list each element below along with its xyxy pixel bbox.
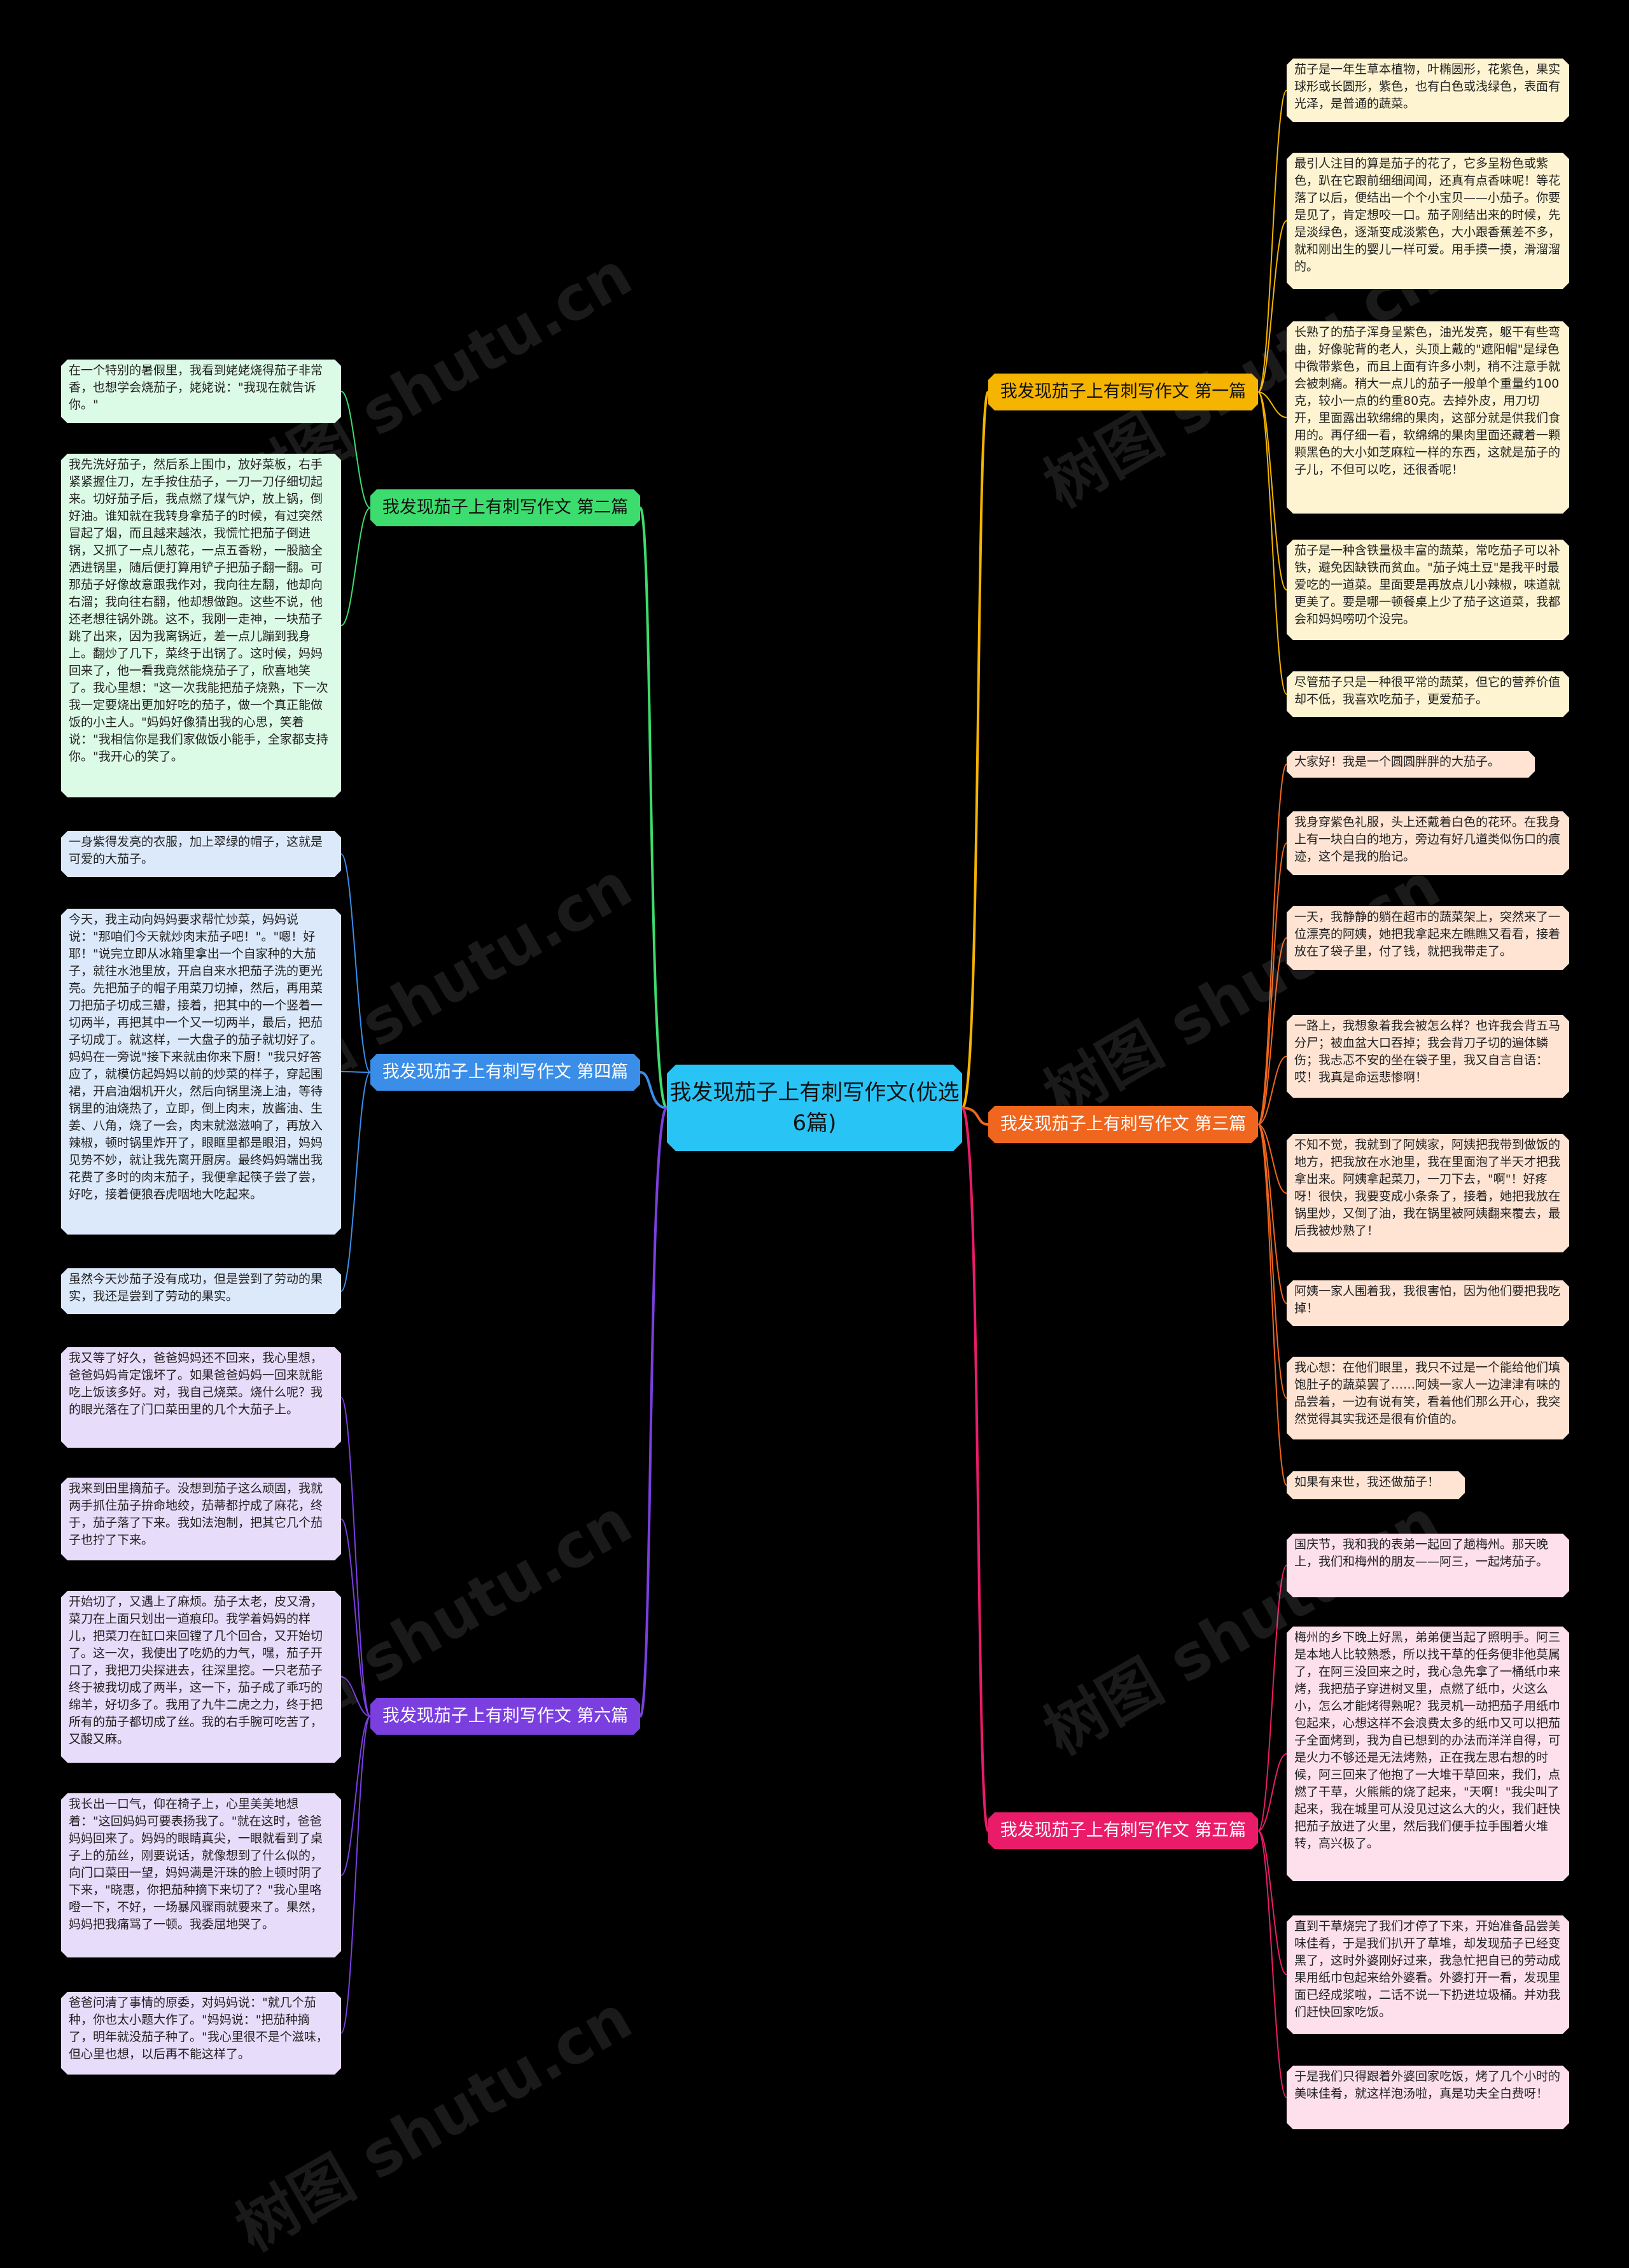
branch-leaf-connector <box>1257 843 1287 1125</box>
leaf-topic[interactable]: 茄子是一年生草本植物，叶椭圆形，花紫色，果实球形或长圆形，紫色，也有白色或浅绿色… <box>1287 59 1569 122</box>
branch-leaf-connector <box>1257 391 1287 695</box>
leaf-topic[interactable]: 国庆节，我和我的表弟一起回了趟梅州。那天晚上，我们和梅州的朋友——阿三，一起烤茄… <box>1287 1534 1569 1597</box>
leaf-topic[interactable]: 一路上，我想象着我会被怎么样？也许我会背五马分尸；被血盆大口吞掉；我会背刀子切的… <box>1287 1015 1569 1098</box>
leaf-topic[interactable]: 长熟了的茄子浑身呈紫色，油光发亮，躯干有些弯曲，好像驼背的老人，头顶上戴的"遮阳… <box>1287 321 1569 514</box>
leaf-topic[interactable]: 阿姨一家人围着我，我很害怕，因为他们要把我吃掉！ <box>1287 1280 1569 1326</box>
branch-leaf-connector <box>1257 90 1287 393</box>
branch-leaf-connector <box>1257 391 1287 591</box>
branch-topic-2[interactable]: 我发现茄子上有刺写作文 第二篇 <box>370 489 640 526</box>
branch-leaf-connector <box>1257 937 1287 1125</box>
branch-leaf-connector <box>340 1716 371 1876</box>
root-branch-connector <box>639 1107 668 1718</box>
branch-leaf-connector <box>340 1716 371 2034</box>
branch-topic-label: 我发现茄子上有刺写作文 第四篇 <box>382 1062 629 1082</box>
branch-leaf-connector <box>1257 764 1287 1125</box>
branch-topic-3[interactable]: 我发现茄子上有刺写作文 第三篇 <box>988 1106 1258 1143</box>
leaf-topic[interactable]: 最引人注目的算是茄子的花了，它多呈粉色或紫色，趴在它跟前细细闻闻，还真有点香味呢… <box>1287 153 1569 289</box>
leaf-topic[interactable]: 尽管茄子只是一种很平常的蔬菜，但它的营养价值却不低，我喜欢吃茄子，更爱茄子。 <box>1287 671 1569 717</box>
leaf-topic[interactable]: 不知不觉，我就到了阿姨家，阿姨把我带到做饭的地方，把我放在水池里，我在里面泡了半… <box>1287 1134 1569 1252</box>
branch-leaf-connector <box>340 1676 371 1717</box>
branch-leaf-connector <box>340 507 371 626</box>
branch-leaf-connector <box>1257 220 1287 393</box>
branch-leaf-connector <box>1257 1124 1287 1486</box>
branch-topic-1[interactable]: 我发现茄子上有刺写作文 第一篇 <box>988 374 1258 410</box>
branch-leaf-connector <box>1257 391 1287 418</box>
branch-topic-4[interactable]: 我发现茄子上有刺写作文 第四篇 <box>370 1054 640 1091</box>
leaf-topic[interactable]: 茄子是一种含铁量极丰富的蔬菜，常吃茄子可以补铁，避免因缺铁而贫血。"茄子炖土豆"… <box>1287 540 1569 640</box>
root-branch-connector <box>961 391 989 1109</box>
branch-leaf-connector <box>1257 1565 1287 1831</box>
leaf-topic[interactable]: 我来到田里摘茄子。没想到茄子这么顽固，我就两手抓住茄子拚命地绞，茄蒂都拧成了麻花… <box>61 1478 341 1560</box>
leaf-topic[interactable]: 开始切了，又遇上了麻烦。茄子太老，皮又滑，菜刀在上面只划出一道痕印。我学着妈妈的… <box>61 1591 341 1763</box>
branch-topic-label: 我发现茄子上有刺写作文 第六篇 <box>382 1706 629 1726</box>
root-branch-connector <box>961 1107 989 1126</box>
leaf-topic[interactable]: 于是我们只得跟着外婆回家吃饭，烤了几个小时的美味佳肴，就这样泡汤啦，真是功夫全白… <box>1287 2066 1569 2129</box>
branch-leaf-connector <box>1257 1056 1287 1125</box>
branch-topic-label: 我发现茄子上有刺写作文 第二篇 <box>382 498 629 517</box>
branch-topic-label: 我发现茄子上有刺写作文 第三篇 <box>1000 1114 1247 1134</box>
leaf-topic[interactable]: 一天，我静静的躺在超市的蔬菜架上，突然来了一位漂亮的阿姨，她把我拿起来左瞧瞧又看… <box>1287 906 1569 970</box>
branch-leaf-connector <box>1257 1753 1287 1831</box>
branch-topic-5[interactable]: 我发现茄子上有刺写作文 第五篇 <box>988 1812 1258 1849</box>
branch-topic-6[interactable]: 我发现茄子上有刺写作文 第六篇 <box>370 1698 640 1735</box>
leaf-topic[interactable]: 我长出一口气，仰在椅子上，心里美美地想着："这回妈妈可要表扬我了。"就在这时，爸… <box>61 1793 341 1957</box>
leaf-topic[interactable]: 我又等了好久，爸爸妈妈还不回来，我心里想，爸爸妈妈肯定饿坏了。如果爸爸妈妈一回来… <box>61 1347 341 1448</box>
connector-lines <box>340 90 1287 2098</box>
branch-leaf-connector <box>340 1518 371 1717</box>
branch-leaf-connector <box>1257 1830 1287 2098</box>
leaf-topic[interactable]: 爸爸问清了事情的原委，对妈妈说："就几个茄种，你也太小题大作了。"妈妈说："把茄… <box>61 1992 341 2075</box>
branch-leaf-connector <box>340 853 371 1073</box>
root-topic-label: 我发现茄子上有刺写作文(优选6篇) <box>669 1080 960 1136</box>
root-topic[interactable]: 我发现茄子上有刺写作文(优选6篇) <box>667 1065 962 1151</box>
leaf-topic[interactable]: 虽然今天炒茄子没有成功，但是尝到了劳动的果实，我还是尝到了劳动的果实。 <box>61 1268 341 1314</box>
leaf-topic[interactable]: 在一个特别的暑假里，我看到姥姥烧得茄子非常香，也想学会烧茄子，姥姥说："我现在就… <box>61 360 341 423</box>
leaf-topic[interactable]: 如果有来世，我还做茄子！ <box>1287 1471 1465 1499</box>
leaf-topic[interactable]: 直到干草烧完了我们才停了下来，开始准备品尝美味佳肴，于是我们扒开了草堆，却发现茄… <box>1287 1915 1569 2034</box>
branch-leaf-connector <box>340 1072 371 1292</box>
leaf-topic[interactable]: 大家好！我是一个圆圆胖胖的大茄子。 <box>1287 751 1535 778</box>
branch-leaf-connector <box>340 1397 371 1717</box>
leaf-topic[interactable]: 我身穿紫色礼服，头上还戴着白色的花环。在我身上有一块白白的地方，旁边有好几道类似… <box>1287 811 1569 875</box>
branch-leaf-connector <box>1257 1830 1287 1975</box>
root-branch-connector <box>640 1071 668 1109</box>
leaf-topic[interactable]: 梅州的乡下晚上好黑，弟弟便当起了照明手。阿三是本地人比较熟悉，所以找干草的任务便… <box>1287 1627 1569 1881</box>
leaf-topic[interactable]: 我先洗好茄子，然后系上围巾，放好菜板，右手紧紧握住刀，左手按住茄子，一刀一刀仔细… <box>61 454 341 797</box>
leaf-topic[interactable]: 我心想：在他们眼里，我只不过是一个能给他们填饱肚子的蔬菜罢了……阿姨一家人一边津… <box>1287 1357 1569 1439</box>
branch-topic-label: 我发现茄子上有刺写作文 第五篇 <box>1000 1821 1247 1840</box>
root-branch-connector <box>639 507 668 1109</box>
branch-topic-label: 我发现茄子上有刺写作文 第一篇 <box>1000 382 1247 402</box>
root-branch-connector <box>961 1107 989 1832</box>
leaf-topic[interactable]: 今天，我主动向妈妈要求帮忙炒菜，妈妈说说："那咱们今天就炒肉末茄子吧！"。"嗯！… <box>61 909 341 1235</box>
branch-leaf-connector <box>340 391 371 508</box>
branch-leaf-connector <box>1257 1124 1287 1194</box>
branch-leaf-connector <box>1257 1124 1287 1399</box>
leaf-topic[interactable]: 一身紫得发亮的衣服，加上翠绿的帽子，这就是可爱的大茄子。 <box>61 831 341 877</box>
branch-leaf-connector <box>1257 1124 1287 1304</box>
